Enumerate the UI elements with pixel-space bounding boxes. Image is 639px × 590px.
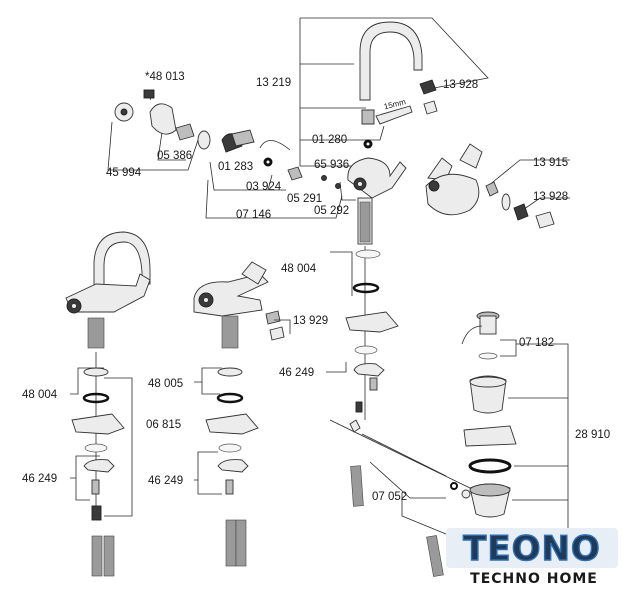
left-mixer-hose-right: [103, 535, 115, 577]
label-13219: 13 219: [256, 77, 291, 89]
label-05386: 05 386: [157, 150, 192, 162]
teono-logo: TEONO TECHNO HOME: [446, 528, 618, 587]
part-number-labels: *48 013 45 994 05 386 01 283 03 924 07 1…: [22, 71, 610, 503]
center-mixer-assembly: [299, 17, 489, 420]
drain-assembly: [461, 311, 569, 537]
left-mixer-hose-left: [91, 535, 103, 577]
label-13928-right: 13 928: [533, 191, 568, 203]
label-48004-center: 48 004: [281, 263, 317, 275]
label-05291: 05 291: [287, 193, 322, 205]
logo-wordmark: TEONO: [463, 529, 601, 569]
label-07052: 07 052: [372, 491, 407, 503]
label-07146: 07 146: [236, 209, 271, 221]
label-05292: 05 292: [314, 205, 349, 217]
short-mixer-hose-left: [225, 519, 237, 567]
label-46249-mid: 46 249: [148, 475, 183, 487]
label-28910: 28 910: [575, 429, 610, 441]
label-65936: 65 936: [314, 159, 349, 171]
label-46249-left: 46 249: [22, 473, 57, 485]
label-03924: 03 924: [246, 181, 282, 193]
short-mixer-hose-right: [235, 519, 247, 567]
label-46249-center: 46 249: [279, 367, 314, 379]
label-45994: 45 994: [106, 167, 142, 179]
top-left-handle-assembly: [107, 89, 356, 219]
label-01283: 01 283: [218, 161, 253, 173]
short-mixer-assembly: [193, 261, 291, 495]
label-48004-left: 48 004: [22, 389, 58, 401]
label-13929: 13 929: [293, 315, 328, 327]
logo-tagline: TECHNO HOME: [470, 571, 598, 587]
label-13928-top: 13 928: [443, 79, 478, 91]
label-01280: 01 280: [312, 134, 347, 146]
label-13915: 13 915: [533, 157, 568, 169]
label-06815: 06 815: [146, 419, 181, 431]
label-48013: *48 013: [145, 71, 185, 83]
label-07182: 07 182: [519, 337, 554, 349]
label-48005: 48 005: [148, 378, 183, 390]
left-mixer-assembly: [65, 231, 151, 521]
popup-rod-assembly: [329, 401, 471, 577]
right-cartridge-assembly: [425, 143, 570, 229]
